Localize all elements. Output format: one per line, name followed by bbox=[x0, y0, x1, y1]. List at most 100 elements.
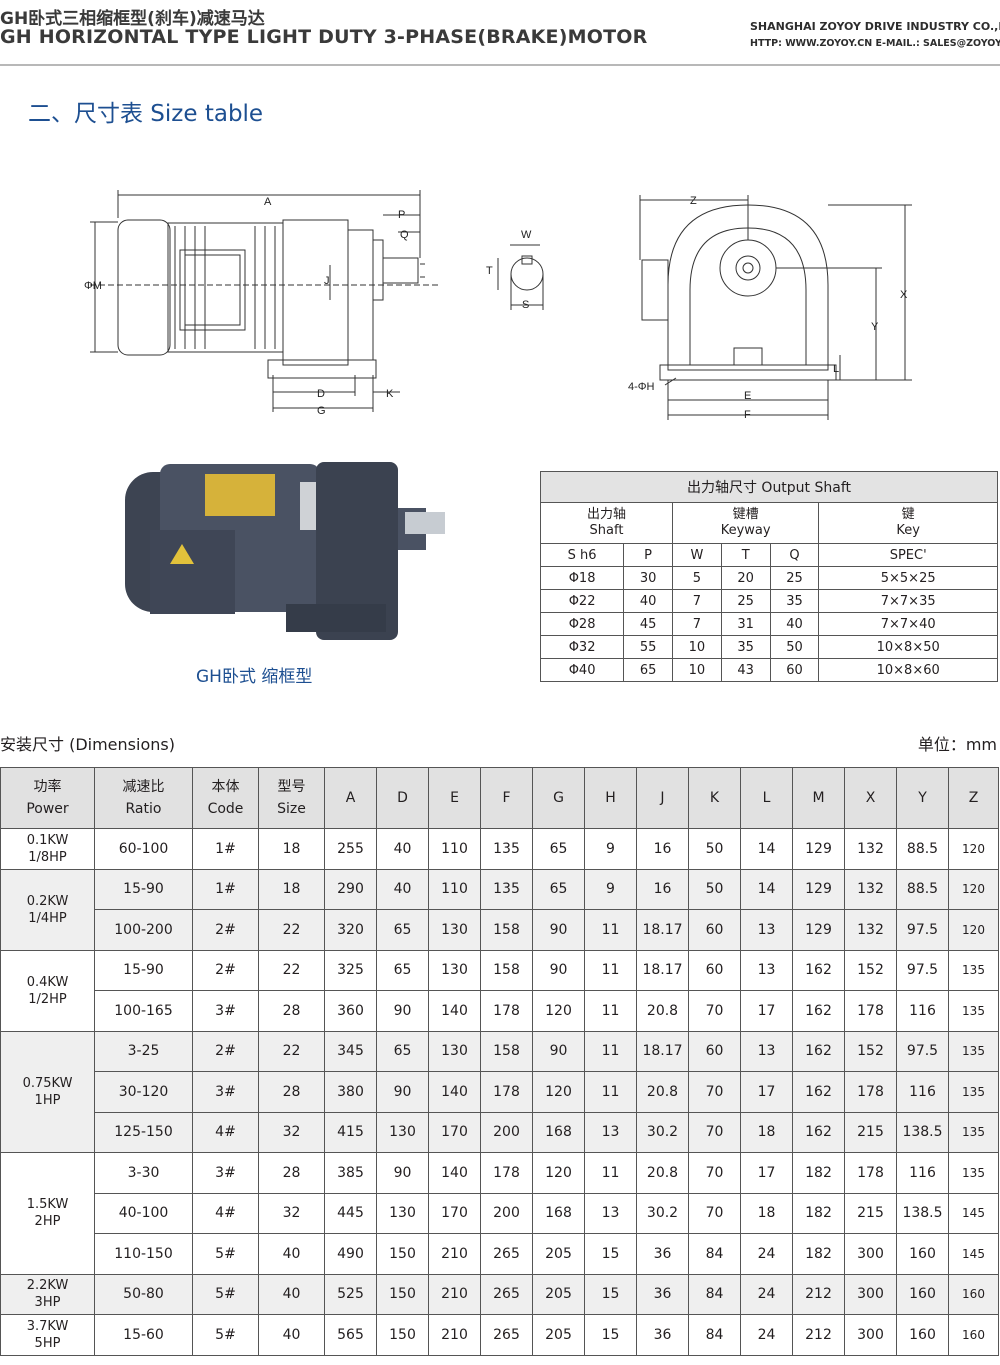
dimension-cell: 13 bbox=[740, 1030, 793, 1072]
dimension-cell: 30.2 bbox=[636, 1192, 689, 1234]
label-k: K bbox=[386, 388, 394, 400]
dimension-cell: 120 bbox=[532, 1152, 585, 1194]
dimension-cell: 84 bbox=[688, 1314, 741, 1356]
shaft-subheader: P bbox=[623, 543, 673, 567]
dimension-cell: 3-25 bbox=[94, 1030, 193, 1072]
dimension-cell: 130 bbox=[376, 1111, 429, 1153]
dimension-cell: 50 bbox=[688, 868, 741, 910]
dimension-cell: 22 bbox=[258, 1030, 325, 1072]
dimension-cell: 70 bbox=[688, 1111, 741, 1153]
dimension-cell: 160 bbox=[896, 1273, 949, 1315]
dimension-cell: 120 bbox=[948, 909, 999, 951]
shaft-cell: 25 bbox=[720, 589, 771, 613]
dimension-cell: 32 bbox=[258, 1192, 325, 1234]
dimension-cell: 13 bbox=[740, 909, 793, 951]
column-header: L bbox=[740, 767, 793, 829]
shaft-subheader: S h6 bbox=[539, 543, 625, 567]
dimension-cell: 178 bbox=[480, 1071, 533, 1113]
dimension-cell: 525 bbox=[324, 1273, 377, 1315]
dimension-cell: 100-200 bbox=[94, 909, 193, 951]
mounting-foot bbox=[267, 359, 377, 379]
dimension-cell: 97.5 bbox=[896, 949, 949, 991]
dimension-cell: 380 bbox=[324, 1071, 377, 1113]
company-contact: HTTP: WWW.ZOYOY.CN E-MAIL.: SALES@ZOYOY.… bbox=[750, 38, 1000, 49]
dimension-cell: 129 bbox=[792, 828, 845, 870]
column-header: J bbox=[636, 767, 689, 829]
dimension-cell: 18 bbox=[258, 828, 325, 870]
dimension-cell: 40 bbox=[376, 868, 429, 910]
column-header: D bbox=[376, 767, 429, 829]
dimension-cell: 162 bbox=[792, 990, 845, 1032]
dimension-cell: 212 bbox=[792, 1273, 845, 1315]
dimension-cell: 15 bbox=[584, 1233, 637, 1275]
dimension-cell: 182 bbox=[792, 1233, 845, 1275]
dimension-drawing: A P Q ΦM J D G K W T S Z X Y L E F 4-ΦH bbox=[84, 190, 912, 421]
column-header: F bbox=[480, 767, 533, 829]
dimension-cell: 15-90 bbox=[94, 949, 193, 991]
dimension-cell: 135 bbox=[948, 1111, 999, 1153]
dimension-cell: 15-60 bbox=[94, 1314, 193, 1356]
dimension-cell: 17 bbox=[740, 1152, 793, 1194]
dimension-cell: 15 bbox=[584, 1273, 637, 1315]
dimension-cell: 162 bbox=[792, 1030, 845, 1072]
label-q: Q bbox=[400, 229, 409, 241]
dimension-cell: 36 bbox=[636, 1233, 689, 1275]
shaft-cell: 60 bbox=[769, 658, 820, 682]
dimension-cell: 116 bbox=[896, 1071, 949, 1113]
label-t: T bbox=[486, 265, 493, 277]
dimension-cell: 65 bbox=[532, 828, 585, 870]
product-photo bbox=[125, 462, 445, 640]
label-y: Y bbox=[871, 321, 879, 333]
dimension-cell: 90 bbox=[532, 1030, 585, 1072]
dimension-cell: 84 bbox=[688, 1233, 741, 1275]
dimension-cell: 18 bbox=[258, 868, 325, 910]
dimension-cell: 150 bbox=[376, 1233, 429, 1275]
dimension-cell: 120 bbox=[532, 1071, 585, 1113]
dimension-cell: 300 bbox=[844, 1273, 897, 1315]
dimension-cell: 300 bbox=[844, 1314, 897, 1356]
dimension-cell: 490 bbox=[324, 1233, 377, 1275]
dimension-cell: 135 bbox=[948, 990, 999, 1032]
dimension-cell: 116 bbox=[896, 1152, 949, 1194]
dimension-cell: 4# bbox=[192, 1192, 259, 1234]
shaft-cell: 65 bbox=[623, 658, 673, 682]
dimension-cell: 90 bbox=[532, 909, 585, 951]
dimension-cell: 158 bbox=[480, 949, 533, 991]
dimension-cell: 168 bbox=[532, 1111, 585, 1153]
dimension-cell: 325 bbox=[324, 949, 377, 991]
shaft-cell: 55 bbox=[623, 635, 673, 659]
dimension-cell: 28 bbox=[258, 1071, 325, 1113]
dimension-cell: 210 bbox=[428, 1273, 481, 1315]
shaft-subheader: SPEC' bbox=[818, 543, 998, 567]
dimension-cell: 152 bbox=[844, 1030, 897, 1072]
shaft-cell: Φ18 bbox=[539, 566, 625, 590]
dimension-cell: 28 bbox=[258, 1152, 325, 1194]
dimension-cell: 90 bbox=[376, 1071, 429, 1113]
unit-label: 单位：mm bbox=[917, 735, 997, 754]
shaft-cell: 45 bbox=[623, 612, 673, 636]
dimension-cell: 22 bbox=[258, 949, 325, 991]
label-g: G bbox=[317, 405, 326, 417]
shaft-cell: 10 bbox=[671, 635, 722, 659]
dimension-cell: 1# bbox=[192, 828, 259, 870]
dimension-cell: 13 bbox=[584, 1192, 637, 1234]
dimension-cell: 152 bbox=[844, 949, 897, 991]
dimension-cell: 30-120 bbox=[94, 1071, 193, 1113]
dimension-cell: 36 bbox=[636, 1273, 689, 1315]
dimension-cell: 130 bbox=[376, 1192, 429, 1234]
dimension-cell: 90 bbox=[376, 990, 429, 1032]
gearbox-body bbox=[282, 219, 349, 366]
dimension-cell: 24 bbox=[740, 1314, 793, 1356]
dimension-cell: 3# bbox=[192, 990, 259, 1032]
dimension-cell: 135 bbox=[480, 828, 533, 870]
dimension-cell: 70 bbox=[688, 1071, 741, 1113]
dimension-cell: 60 bbox=[688, 1030, 741, 1072]
